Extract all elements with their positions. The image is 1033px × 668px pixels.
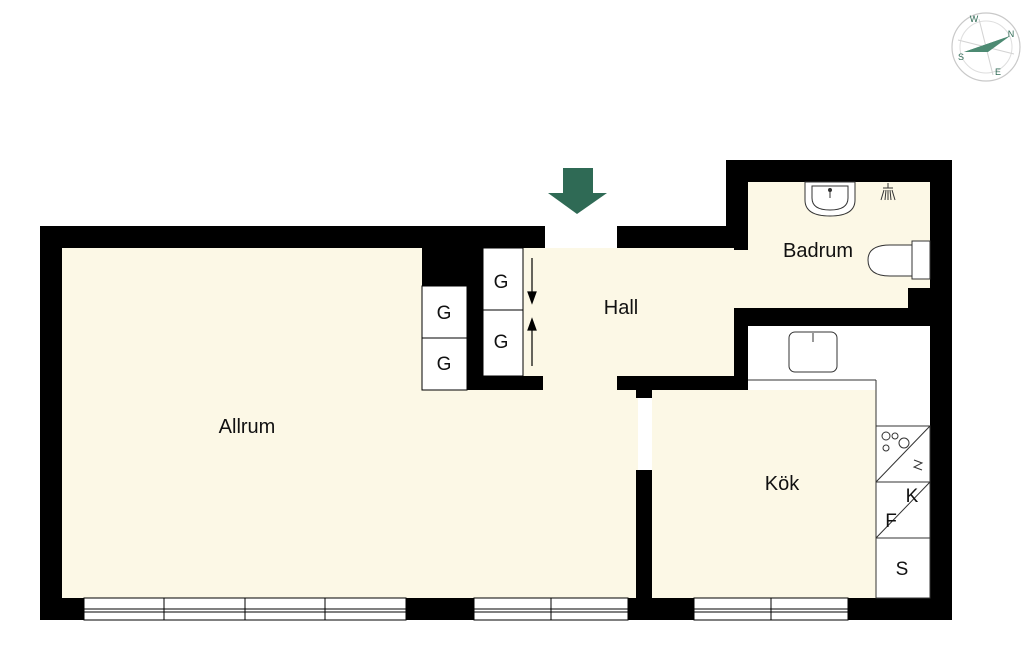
room-label-kok: Kök	[765, 473, 800, 495]
compass-e: E	[995, 67, 1001, 77]
kitchen-label-k: K	[906, 486, 919, 507]
wall-bath-top	[726, 160, 952, 182]
compass-icon: N E S W	[951, 12, 1021, 82]
entrance-arrow-icon	[548, 168, 607, 214]
wardrobe-2	[421, 337, 468, 391]
room-label-allrum: Allrum	[219, 416, 276, 438]
room-label-hall: Hall	[604, 297, 638, 319]
kitchen-label-f: F	[885, 511, 897, 532]
wall-bath-bottom	[734, 308, 952, 326]
wall-kitchen-divider	[636, 470, 652, 620]
wardrobe-label-1: G	[437, 303, 452, 324]
kitchen-counter-floor	[748, 328, 930, 380]
compass-n: N	[1008, 29, 1015, 39]
wall-pillar	[422, 248, 467, 286]
wardrobe-label-3: G	[494, 272, 509, 293]
windows	[83, 597, 849, 621]
window-kok	[693, 597, 849, 621]
wall-outer-top-allrum	[40, 226, 545, 248]
wall-outer-right	[930, 160, 952, 620]
wall-bath-step	[908, 288, 952, 310]
wardrobe-label-4: G	[494, 332, 509, 353]
wall-closet-left	[467, 248, 483, 390]
wardrobe-3	[482, 247, 524, 311]
wall-bath-door-stub	[734, 240, 748, 250]
wall-outer-left	[40, 226, 62, 620]
kitchen-label-s: S	[896, 559, 909, 580]
kitchen-sink-icon	[788, 331, 838, 373]
wardrobe-1	[421, 285, 468, 339]
sliding-door-arrows-icon	[527, 258, 537, 366]
wardrobe-label-2: G	[437, 354, 452, 375]
badrum-link-floor	[700, 248, 760, 308]
storage-cabinet	[875, 537, 931, 599]
wardrobes: G G G G	[421, 247, 537, 391]
floor-areas	[62, 182, 930, 598]
wall-hall-bottom-stub	[636, 376, 652, 398]
window-middle	[473, 597, 629, 621]
room-label-badrum: Badrum	[783, 240, 853, 262]
window-allrum	[83, 597, 407, 621]
kok-floor	[652, 390, 876, 598]
sink-icon	[804, 181, 856, 217]
compass-s: S	[958, 52, 964, 62]
kitchen-fixtures	[748, 331, 931, 599]
wall-outer-top-hall	[617, 226, 747, 248]
toilet-icon	[867, 240, 931, 280]
stove-icon	[875, 425, 931, 483]
wall-hall-right	[734, 308, 748, 390]
wardrobe-4	[482, 309, 524, 377]
compass-w: W	[970, 14, 979, 24]
wall-hall-bottom-left	[467, 376, 543, 390]
fridge-freezer-icon	[875, 481, 931, 539]
bathroom-fixtures	[804, 181, 931, 280]
shower-icon	[880, 183, 896, 201]
